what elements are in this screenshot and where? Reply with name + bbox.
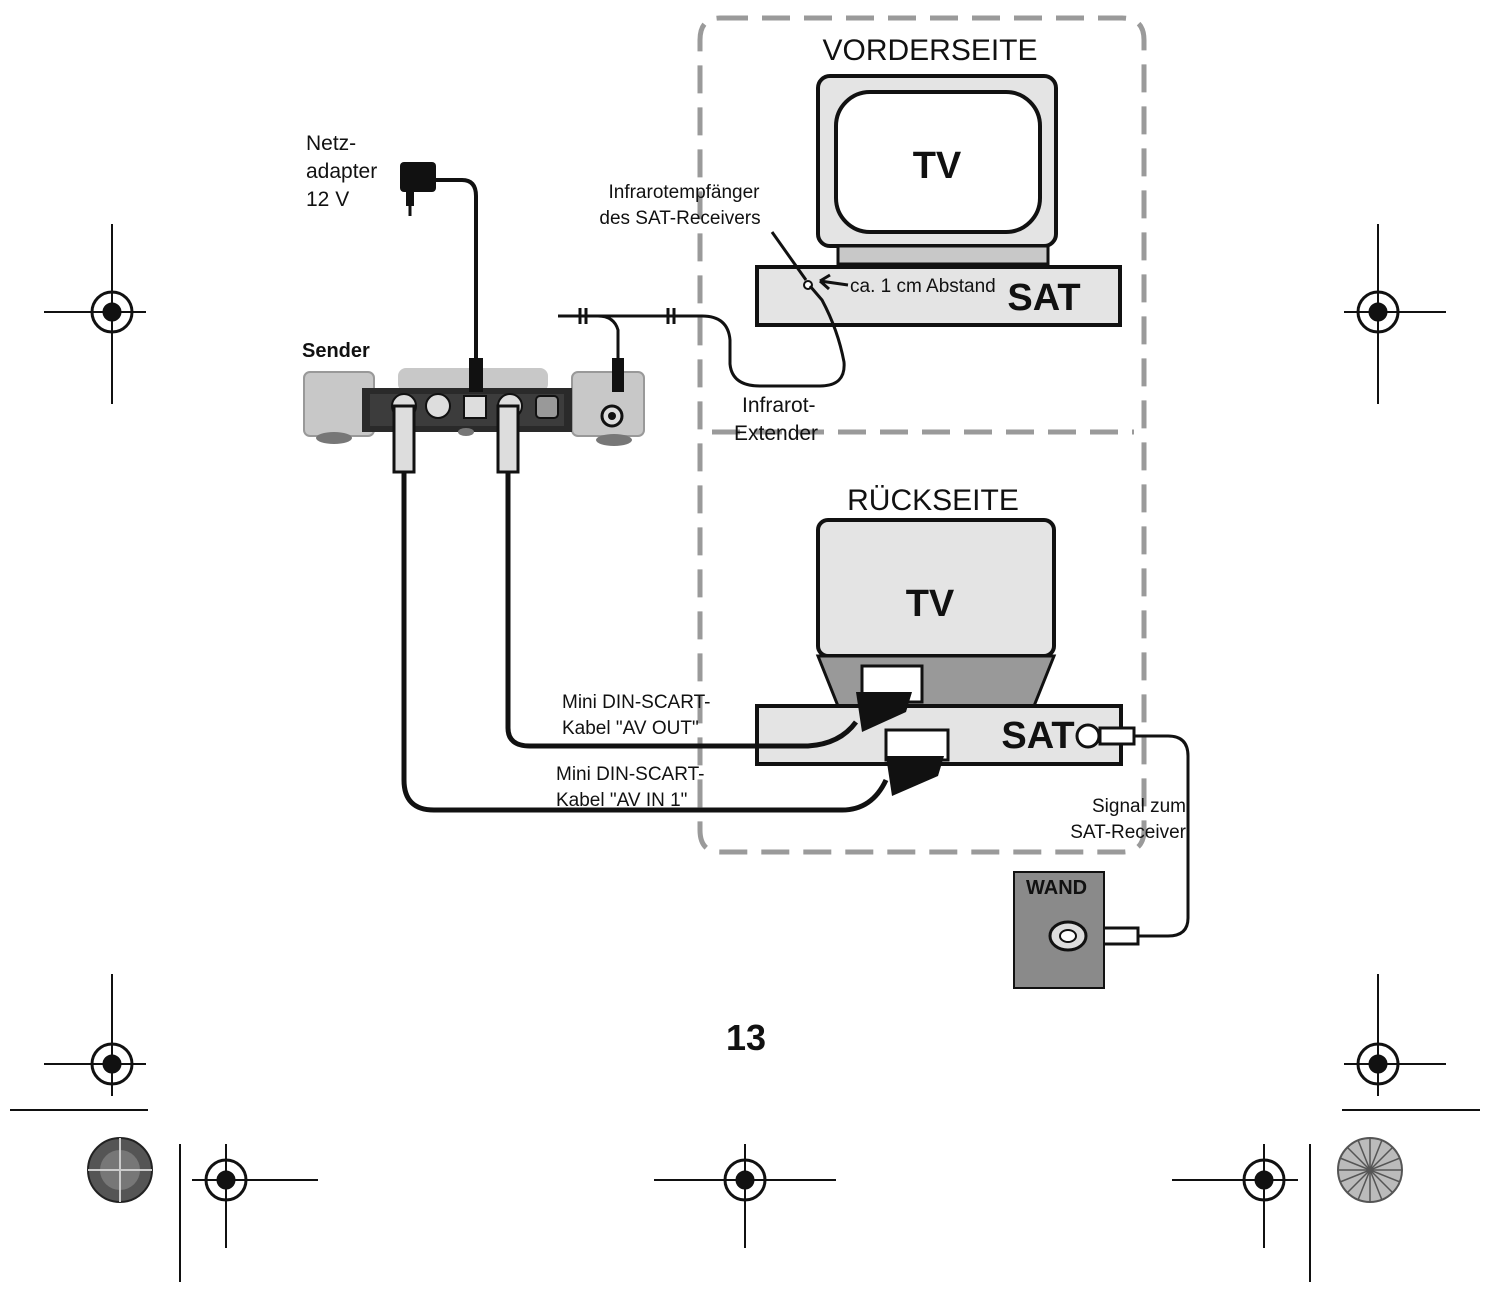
cable-av-in-label-2: Kabel "AV IN 1" (556, 790, 687, 811)
dashed-frame (697, 15, 1147, 855)
page-number: 13 (726, 1017, 766, 1058)
registration-marks (10, 224, 1480, 1282)
av-out-connector (496, 404, 520, 474)
registration-mark-icon (44, 224, 146, 404)
signal-label-1: Signal zum (1092, 796, 1186, 817)
scart-cables (401, 470, 889, 813)
antenna-cable (1094, 726, 1190, 946)
cable-av-in-label-1: Mini DIN-SCART- (556, 764, 705, 785)
calibration-target-right-icon (1337, 1137, 1403, 1203)
tv-front: TV (816, 74, 1058, 266)
tv-front-label: TV (913, 145, 962, 187)
sat-receiver-front: SAT (755, 265, 1122, 327)
sat-back-label: SAT (1001, 715, 1074, 757)
tv-back: TV (815, 518, 1057, 708)
ir-extender-label-1: Infrarot- (742, 394, 816, 417)
registration-mark-icon (192, 1144, 318, 1248)
front-side-label: VORDERSEITE (822, 34, 1037, 67)
power-adapter-label-2: adapter (306, 160, 377, 183)
registration-mark-icon (1172, 1144, 1298, 1248)
ir-extender-plug (612, 358, 624, 392)
wall-label: WAND (1026, 877, 1087, 899)
scart-plug-av-out (856, 692, 912, 732)
registration-mark-icon (1344, 224, 1446, 404)
scart-plug-av-in (886, 756, 944, 796)
power-adapter-icon (400, 162, 436, 216)
cable-av-out-label-2: Kabel "AV OUT" (562, 718, 699, 739)
av-in-connector (392, 404, 416, 474)
distance-arrow-icon (819, 273, 849, 291)
ir-receiver-label-2: des SAT-Receivers (599, 208, 760, 229)
signal-label-2: SAT-Receiver (1070, 822, 1186, 843)
registration-mark-icon (44, 974, 146, 1096)
power-adapter-label-1: Netz- (306, 132, 356, 155)
sat-receiver-back: SAT (755, 704, 1123, 766)
sat-scart-socket (884, 728, 950, 762)
sat-front-label: SAT (1007, 277, 1080, 319)
ir-extender-label-2: Extender (734, 422, 818, 445)
tv-back-label: TV (906, 583, 955, 625)
power-cable (436, 178, 478, 358)
ir-receiver-pointer (770, 231, 808, 281)
power-plug (469, 358, 483, 392)
sat-antenna-socket (1075, 723, 1101, 749)
sender-label: Sender (302, 340, 370, 362)
calibration-target-left-icon (87, 1137, 153, 1203)
back-side-label: RÜCKSEITE (847, 484, 1019, 517)
distance-label: ca. 1 cm Abstand (850, 276, 996, 297)
registration-mark-icon (654, 1144, 836, 1248)
ir-extender-cable (558, 285, 846, 388)
cable-av-out-label-1: Mini DIN-SCART- (562, 692, 711, 713)
power-adapter-label-3: 12 V (306, 188, 349, 211)
registration-mark-icon (1344, 974, 1446, 1096)
ir-receiver-label-1: Infrarotempfänger (608, 182, 760, 203)
wall-socket: WAND (1013, 871, 1105, 989)
